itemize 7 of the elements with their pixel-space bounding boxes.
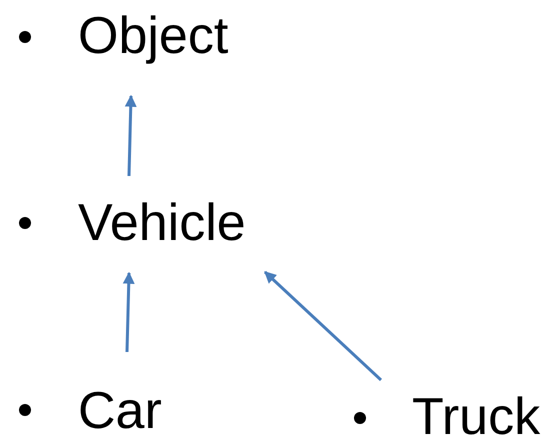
node-label: Car — [78, 381, 162, 441]
arrow — [122, 272, 135, 352]
arrow — [264, 270, 382, 382]
node-label: Truck — [412, 387, 540, 444]
arrow — [124, 94, 137, 176]
node-label: Vehicle — [78, 193, 246, 253]
node-label: Object — [78, 6, 228, 66]
